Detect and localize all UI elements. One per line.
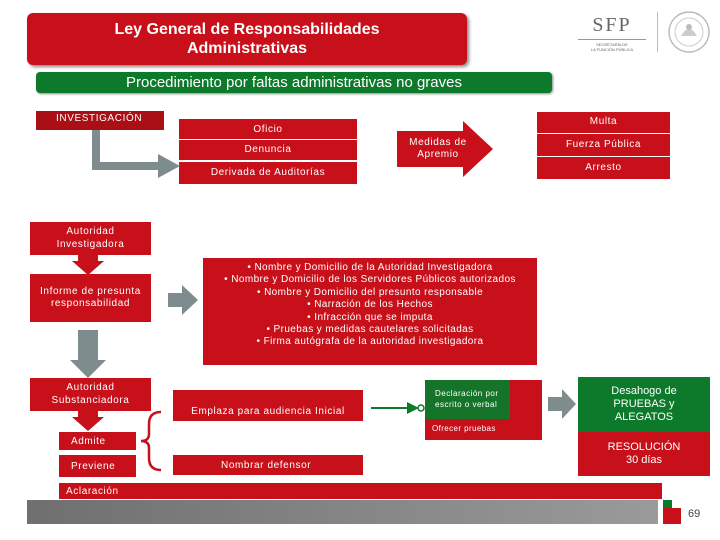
medidas-line-1: Medidas de — [409, 136, 467, 148]
requisito-5: Infracción que se imputa — [203, 312, 537, 324]
fuerza-publica-box: Fuerza Pública — [537, 134, 670, 156]
sfp-logo-sub-1: SECRETARÍA DE — [596, 42, 628, 47]
medidas-apremio-label: Medidas de Apremio — [397, 135, 479, 163]
down-arrow-2-icon — [70, 330, 106, 378]
sfp-logo: SFP SECRETARÍA DE LA FUNCIÓN PÚBLICA — [572, 14, 652, 58]
oficio-box: Oficio — [179, 119, 357, 139]
requisito-2: Nombre y Domicilio de los Servidores Púb… — [203, 274, 537, 286]
requisito-6: Pruebas y medidas cautelares solicitadas — [203, 324, 537, 336]
desahogo-line-3: ALEGATOS — [614, 411, 674, 423]
sfp-logo-rule — [578, 39, 646, 40]
footer-gray-bar — [27, 500, 658, 524]
substanciadora-line-1: Autoridad — [66, 382, 115, 393]
informe-line-1: Informe de presunta — [40, 285, 141, 297]
main-title: Ley General de Responsabilidades Adminis… — [27, 13, 467, 65]
declaracion-label-overlay: Declaración por escrito o verbal — [435, 388, 499, 410]
autoridad-substanciadora-box: Autoridad Substanciadora — [30, 378, 151, 411]
requisito-7: Firma autógrafa de la autoridad investig… — [203, 336, 537, 348]
multa-box: Multa — [537, 112, 670, 133]
brace-icon — [140, 410, 162, 472]
resolucion-line-2: 30 días — [625, 454, 663, 466]
desahogo-line-1: Desahogo de — [611, 385, 677, 397]
autoridad-investigadora-line-2: Investigadora — [56, 238, 125, 250]
emplaza-right-arrow-icon — [371, 402, 425, 414]
substanciadora-line-2: Substanciadora — [51, 394, 130, 406]
page-number: 69 — [688, 508, 701, 520]
requisito-4: Narración de los Hechos — [203, 299, 537, 311]
medidas-line-2: Apremio — [417, 149, 459, 160]
resolucion-line-1: RESOLUCIÓN — [607, 441, 681, 453]
declaracion-overlay-line-2: escrito o verbal — [435, 400, 498, 409]
declaracion-right-arrow-icon — [548, 389, 576, 419]
sfp-logo-text: SFP — [592, 14, 632, 36]
informe-box: Informe de presunta responsabilidad — [30, 274, 151, 322]
requisito-1: Nombre y Domicilio de la Autoridad Inves… — [203, 262, 537, 274]
desahogo-line-2: PRUEBAS y — [613, 398, 675, 410]
title-line-1: Ley General de Responsabilidades — [114, 21, 380, 38]
down-arrow-1-icon — [72, 255, 104, 275]
desahogo-box: Desahogo de PRUEBAS y ALEGATOS — [578, 377, 710, 432]
previene-box: Previene — [59, 455, 136, 477]
emplaza-box: Emplaza para audiencia Inicial — [173, 390, 363, 421]
declaracion-overlay-line-1: Declaración por — [435, 389, 499, 398]
subtitle-bar: Procedimiento por faltas administrativas… — [36, 72, 552, 93]
declaracion-green-block — [425, 380, 510, 419]
medidas-apremio-arrow — [397, 121, 493, 177]
autoridad-investigadora-box: Autoridad Investigadora — [30, 222, 151, 255]
resolucion-box: RESOLUCIÓN 30 días — [578, 432, 710, 476]
footer-logo-icon — [663, 500, 681, 524]
investigacion-label: INVESTIGACIÓN — [36, 111, 164, 130]
requisitos-box: Nombre y Domicilio de la Autoridad Inves… — [203, 258, 537, 365]
defensor-box: Nombrar defensor — [173, 455, 363, 475]
logo-divider — [657, 12, 658, 52]
aclaracion-bar: Aclaración — [59, 483, 662, 499]
autoridad-investigadora-line-1: Autoridad — [66, 226, 115, 237]
informe-right-arrow-icon — [168, 285, 198, 315]
informe-line-2: responsabilidad — [50, 298, 131, 309]
investigacion-connector-arrow — [92, 130, 180, 178]
title-line-2: Administrativas — [186, 40, 308, 57]
derivada-auditorias-box: Derivada de Auditorías — [179, 162, 357, 184]
sfp-logo-sub-2: LA FUNCIÓN PÚBLICA — [590, 47, 634, 52]
down-arrow-3-icon — [72, 411, 104, 431]
ofrecer-pruebas-label: Ofrecer pruebas — [432, 424, 496, 433]
admite-box: Admite — [59, 432, 136, 450]
denuncia-box: Denuncia — [179, 140, 357, 160]
mexico-seal-icon — [668, 11, 710, 53]
requisito-3: Nombre y Domicilio del presunto responsa… — [203, 287, 537, 299]
arresto-box: Arresto — [537, 157, 670, 179]
